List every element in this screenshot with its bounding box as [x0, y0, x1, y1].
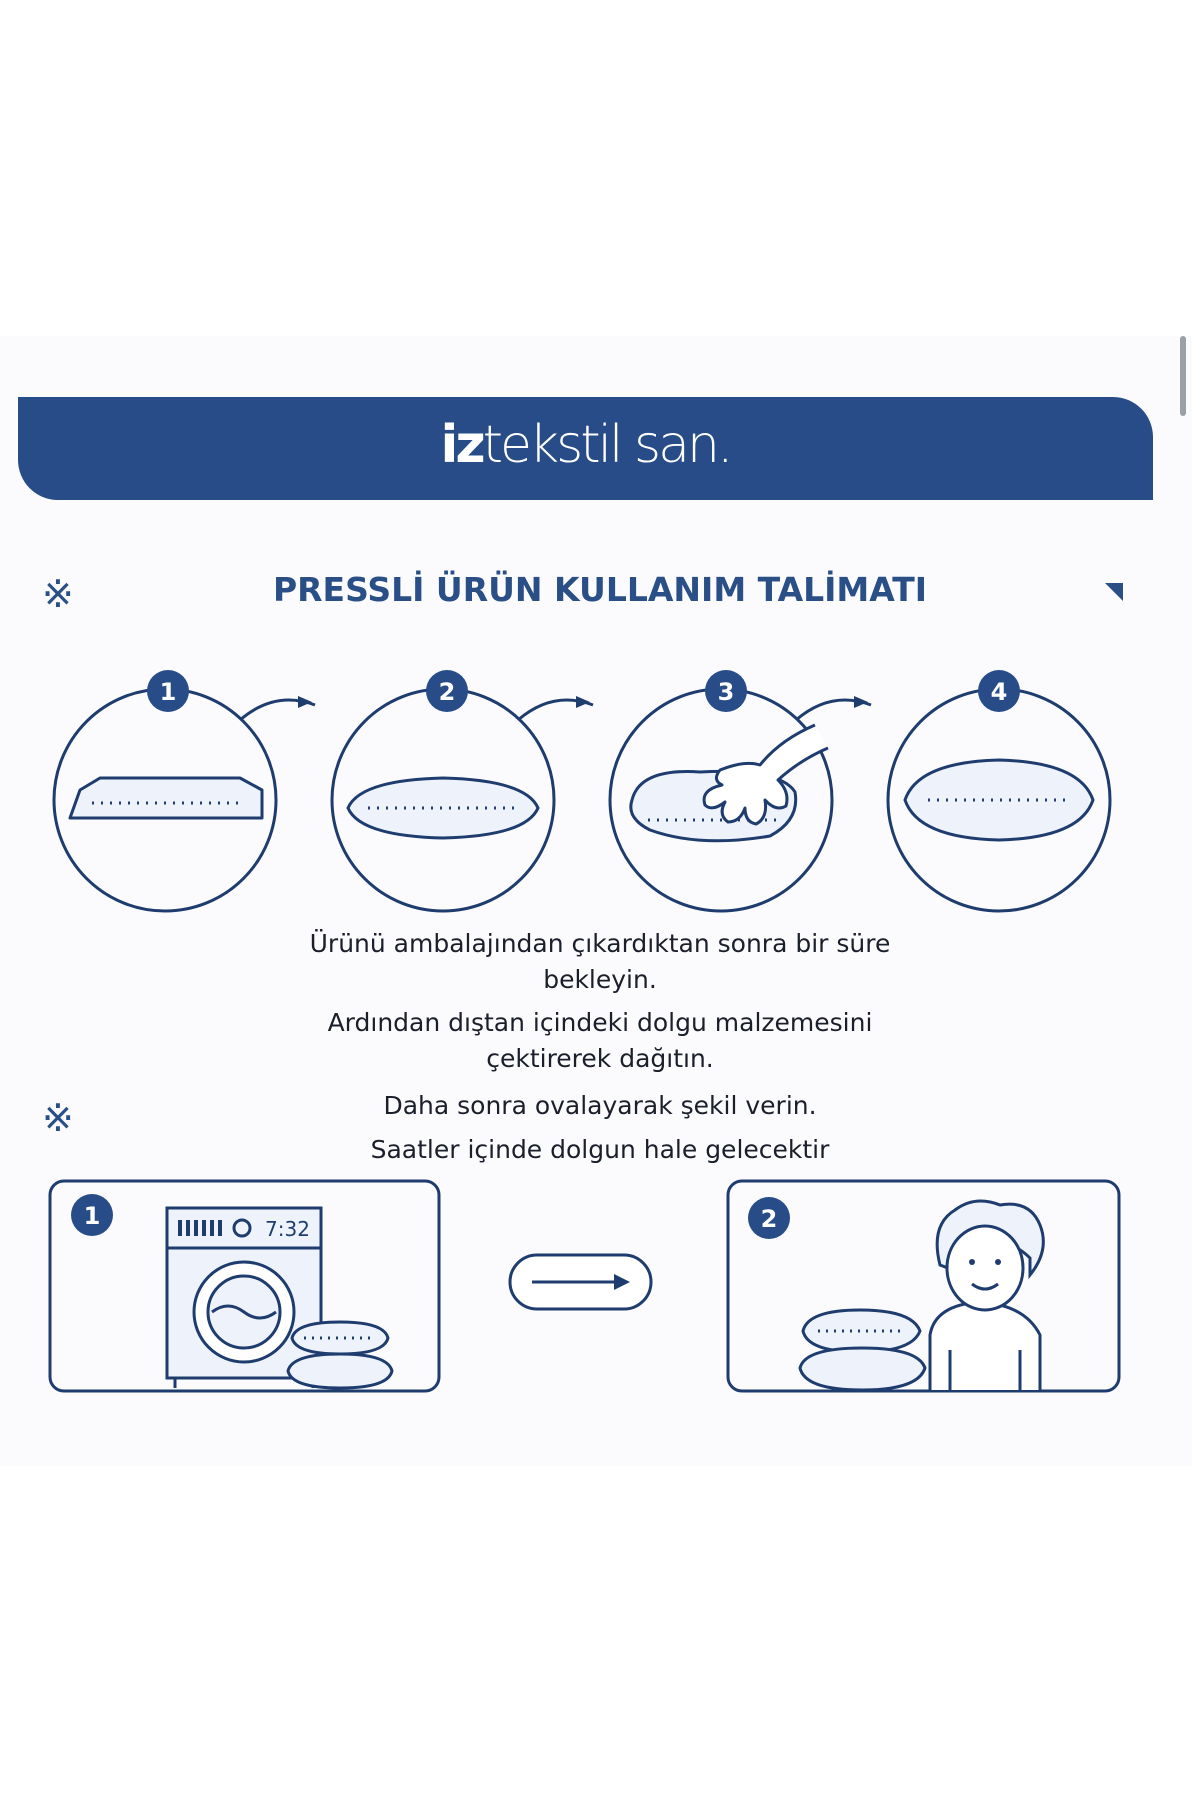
wash-badge-1 [71, 1194, 113, 1236]
result-step-2: 2 [761, 1205, 778, 1233]
corner-triangle-icon [1105, 583, 1123, 601]
flow-arrow-head-1 [298, 696, 312, 708]
flow-arrow-head-2 [576, 696, 590, 708]
step-number-1: 1 [160, 678, 177, 706]
step-badge-2 [426, 670, 468, 712]
instruction-line-4: çektirerek dağıtın. [486, 1044, 714, 1073]
dial-icon [232, 1218, 252, 1238]
instruction-line-1: Ürünü ambalajından çıkardıktan sonra bir… [309, 929, 891, 958]
brand-prefix: iz [440, 415, 486, 475]
step-badge-1 [147, 670, 189, 712]
scrollbar-thumb[interactable] [1180, 336, 1186, 416]
machine-display: 7:32 [265, 1217, 310, 1241]
flat-pillow-icon [68, 776, 264, 820]
step-badge-4 [978, 670, 1020, 712]
person-body-icon [928, 1300, 1042, 1390]
control-bars-icon [178, 1220, 222, 1236]
instruction-line-5: Daha sonra ovalayarak şekil verin. [383, 1091, 817, 1120]
flow-arrow-head-3 [854, 696, 868, 708]
brand-banner: iztekstil san. [18, 397, 1153, 500]
brand-logo: iztekstil san. [18, 415, 1153, 475]
step-badge-3 [705, 670, 747, 712]
pillow-stack-top-icon [801, 1308, 922, 1354]
asterisk-icon-2: ※ [42, 1096, 74, 1140]
wash-step-1: 1 [84, 1202, 101, 1230]
pillow-stack-bottom-icon [798, 1346, 927, 1392]
step-number-4: 4 [991, 678, 1008, 706]
result-badge-2 [748, 1197, 790, 1239]
full-pillow-icon [903, 758, 1095, 842]
right-arrow-icon [614, 1274, 630, 1290]
step-number-2: 2 [439, 678, 456, 706]
puffed-pillow-icon [346, 776, 540, 840]
asterisk-icon: ※ [42, 572, 74, 616]
hand-icon [702, 723, 829, 826]
page-title: PRESSLİ ÜRÜN KULLANIM TALİMATI [272, 570, 928, 609]
brand-name: tekstil san. [482, 415, 734, 475]
small-pillow-icon-bottom [286, 1352, 394, 1390]
instruction-line-6: Saatler içinde dolgun hale gelecektir [370, 1135, 830, 1164]
instruction-line-3: Ardından dıştan içindeki dolgu malzemesi… [327, 1008, 873, 1037]
step-number-3: 3 [718, 678, 735, 706]
instruction-line-2: bekleyin. [543, 965, 657, 994]
small-pillow-icon-top [290, 1320, 390, 1356]
person-face-icon [945, 1224, 1025, 1312]
